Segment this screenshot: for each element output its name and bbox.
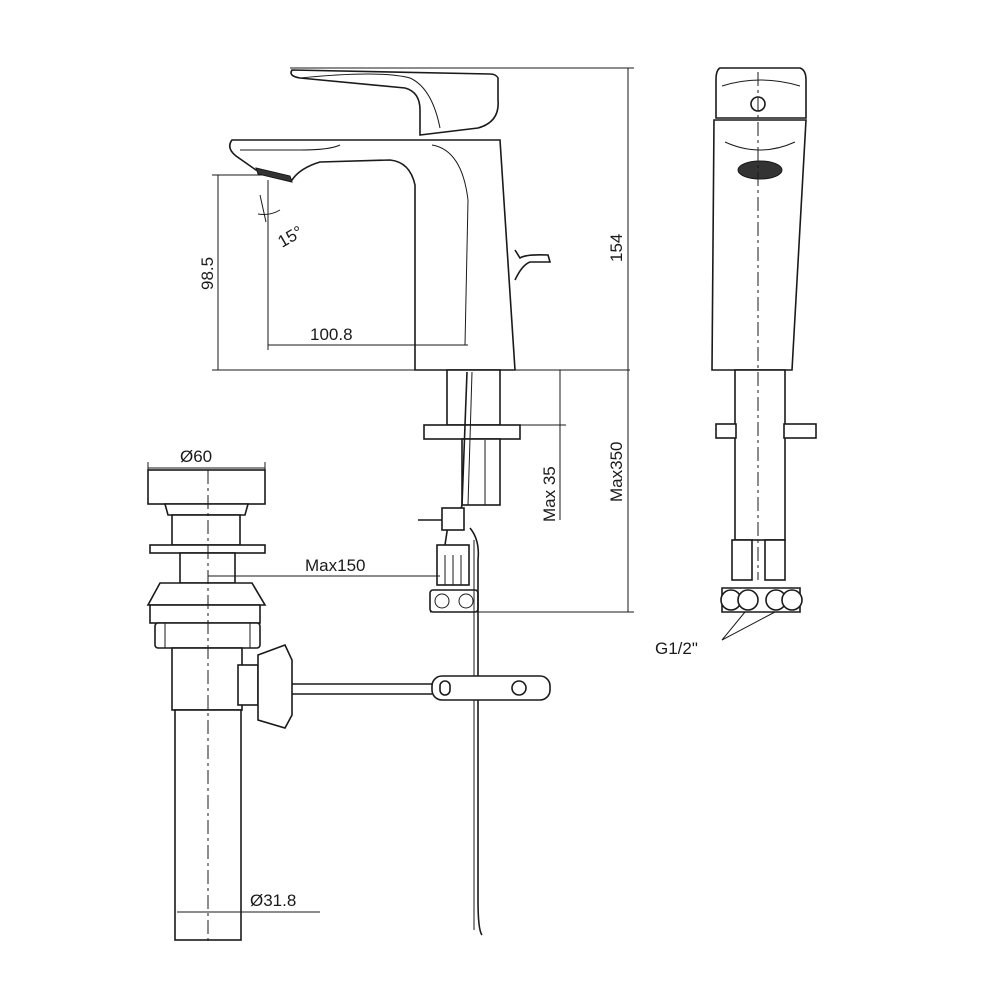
faucet-body	[228, 139, 516, 371]
label-tail-pipe-diameter: Ø31.8	[250, 891, 296, 910]
label-spout-angle: 15°	[275, 222, 307, 251]
pop-up-rod	[469, 527, 483, 936]
label-spout-height: 98.5	[198, 257, 217, 290]
aerator	[255, 167, 293, 183]
label-connection-thread: G1/2"	[655, 639, 698, 658]
label-total-height: 154	[607, 234, 626, 262]
pop-up-drain	[146, 469, 551, 945]
label-drain-diameter: Ø60	[180, 447, 212, 466]
faucet-side-view	[228, 69, 552, 371]
faucet-handle	[290, 69, 499, 136]
label-max-deck-thickness: Max 35	[540, 466, 559, 522]
label-max-below-deck: Max350	[607, 442, 626, 502]
faucet-front-view	[711, 67, 817, 613]
pop-up-lever	[514, 249, 552, 281]
drain-nut	[257, 643, 293, 729]
label-spout-reach: 100.8	[310, 325, 353, 344]
label-max-rod-distance: Max150	[305, 556, 365, 575]
dimension-lines	[147, 67, 776, 913]
mounting-assembly	[418, 369, 521, 936]
